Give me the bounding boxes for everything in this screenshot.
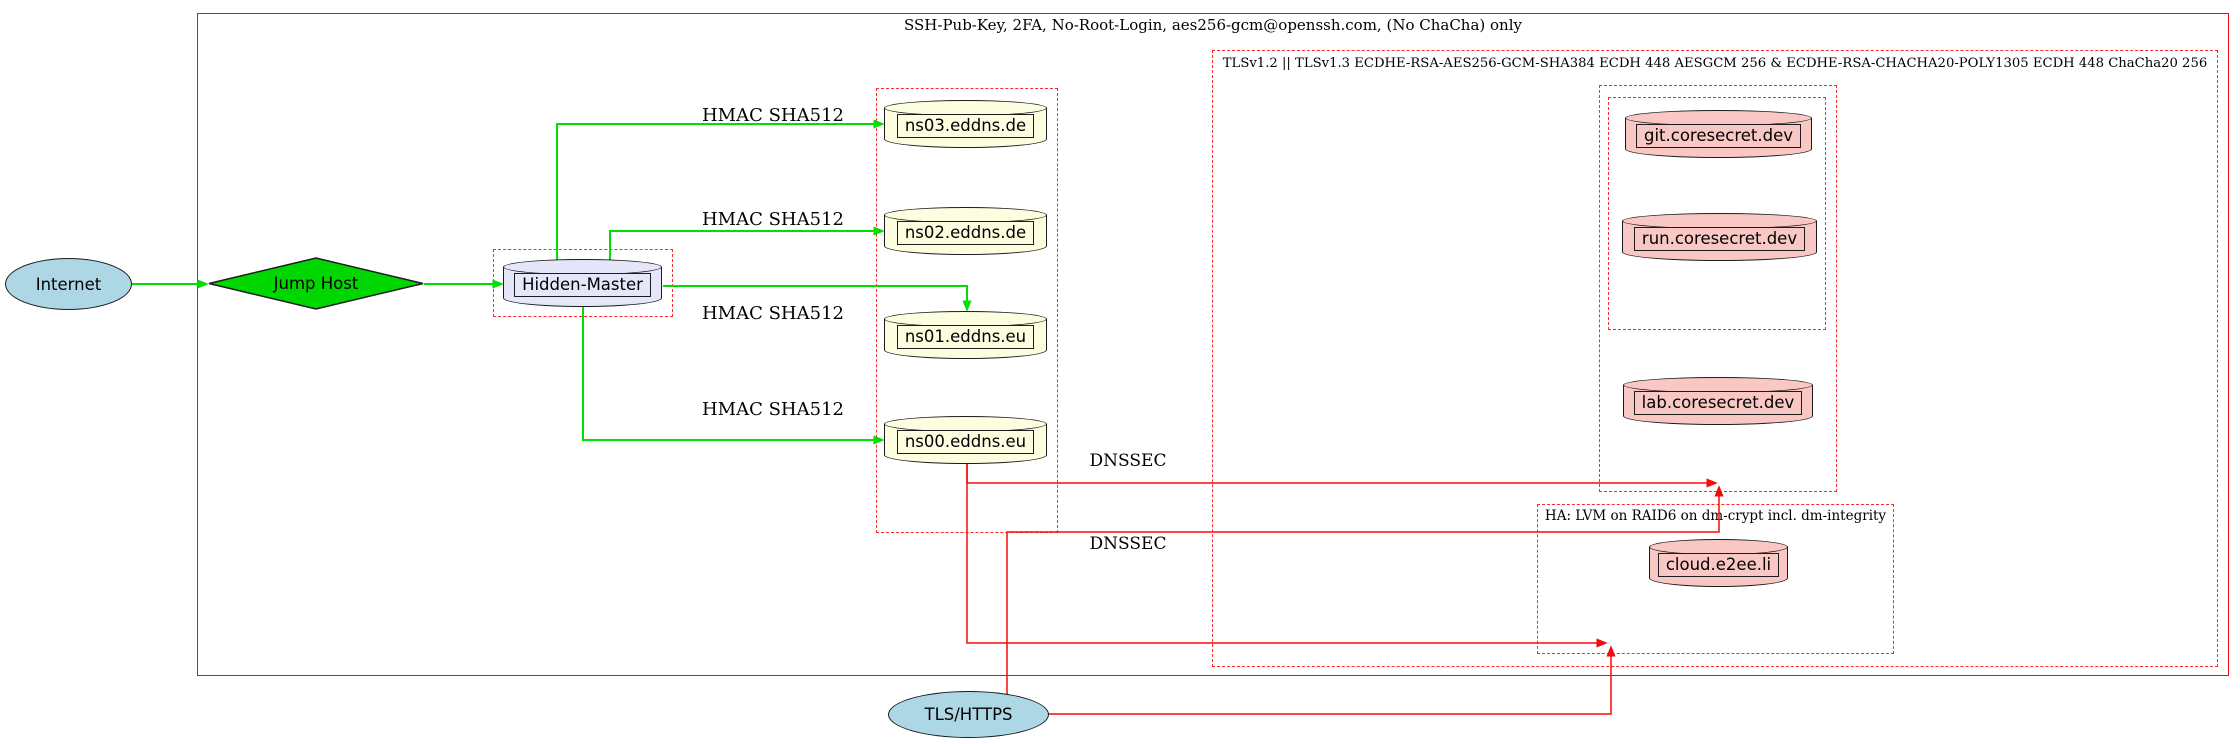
ns00-node: ns00.eddns.eu [884,416,1047,464]
run-coresecret-node-label: run.coresecret.dev [1633,227,1806,251]
lab-coresecret-node-label: lab.coresecret.dev [1633,391,1803,415]
tls-https-node: TLS/HTTPS [888,691,1049,738]
ssh-hardening-cluster-label: SSH-Pub-Key, 2FA, No-Root-Login, aes256-… [904,16,1522,34]
edge-label-hmac-ns00: HMAC SHA512 [701,399,844,420]
cloud-e2ee-node-label: cloud.e2ee.li [1657,553,1780,577]
run-coresecret-node: run.coresecret.dev [1622,213,1817,261]
edge-label-hmac-ns03: HMAC SHA512 [701,105,844,126]
ns03-node: ns03.eddns.de [884,100,1047,148]
edge-hiddenmaster-ns03 [556,124,874,260]
edge-ns00-e2ee-dnssec [966,464,1597,643]
jump-host-node: Jump Host [208,257,424,310]
git-coresecret-node-label: git.coresecret.dev [1635,124,1801,148]
ns02-node-label: ns02.eddns.de [896,221,1035,245]
ns03-node-label: ns03.eddns.de [896,114,1035,138]
internet-node: Internet [5,258,132,310]
edge-hiddenmaster-ns01 [663,285,967,301]
edge-label-hmac-ns02: HMAC SHA512 [701,209,844,230]
cloud-e2ee-node: cloud.e2ee.li [1649,539,1788,587]
internet-node-label: Internet [35,274,102,294]
ha-storage-cluster-label: HA: LVM on RAID6 on dm-crypt incl. dm-in… [1544,508,1887,524]
edge-label-dnssec-bottom: DNSSEC [1089,534,1167,554]
hidden-master-node-label: Hidden-Master [514,273,651,297]
edge-tlshttps-e2ee [1047,656,1611,715]
ns01-node-label: ns01.eddns.eu [896,325,1035,349]
tls-https-node-label: TLS/HTTPS [924,705,1013,724]
jump-host-node-label: Jump Host [273,274,359,293]
ns00-node-label: ns00.eddns.eu [896,430,1035,454]
ssh-hardening-cluster-box [197,13,2229,676]
git-coresecret-node: git.coresecret.dev [1625,110,1812,158]
edge-tlshttps-coresecret [1006,496,1719,699]
edge-label-dnssec-top: DNSSEC [1089,451,1167,471]
hidden-master-node: Hidden-Master [503,259,662,307]
tls-cipher-cluster-label: TLSv1.2 || TLSv1.3 ECDHE-RSA-AES256-GCM-… [1222,56,2208,71]
ns02-node: ns02.eddns.de [884,207,1047,255]
jump-host-diamond-shape [208,257,424,310]
edge-label-hmac-ns01: HMAC SHA512 [701,303,844,324]
lab-coresecret-node: lab.coresecret.dev [1623,377,1813,425]
ns01-node: ns01.eddns.eu [884,311,1047,359]
edge-hiddenmaster-ns02 [609,231,874,260]
